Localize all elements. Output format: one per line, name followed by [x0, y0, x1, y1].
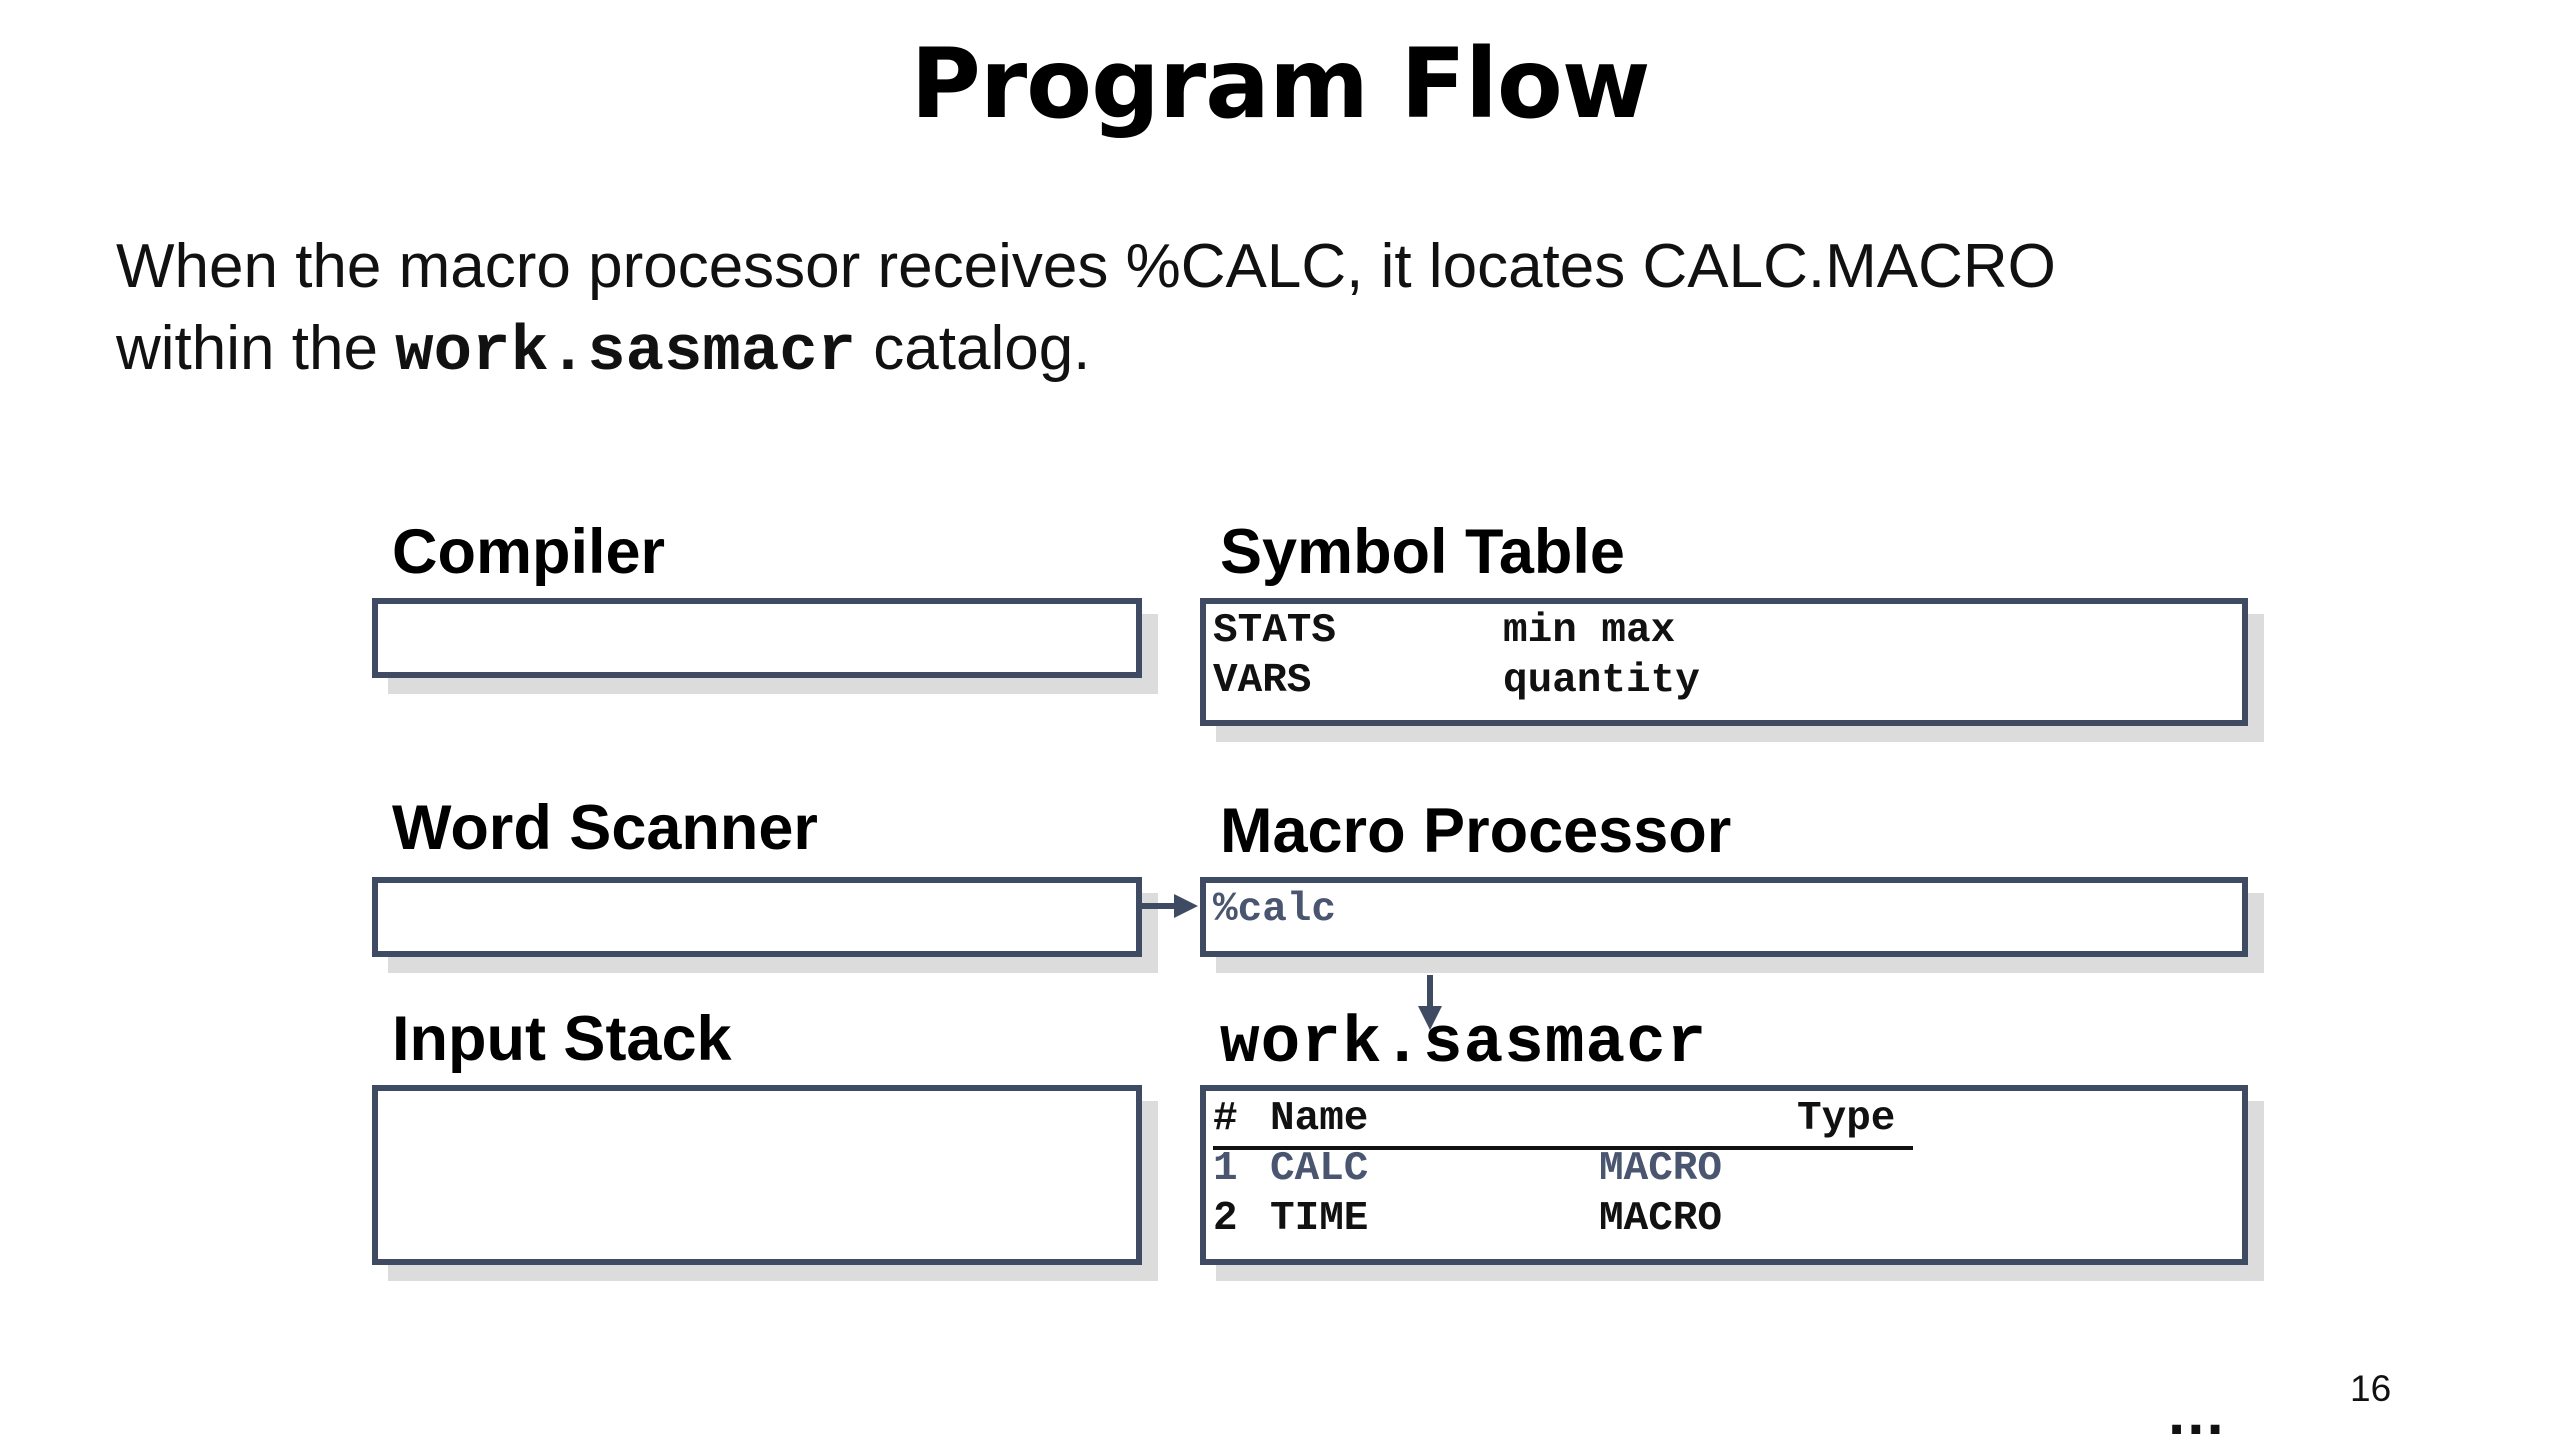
- symbol-row-value: quantity: [1503, 658, 1700, 704]
- catalog-header-underline: [1213, 1146, 1913, 1150]
- macro-processor-label: Macro Processor: [1220, 796, 1732, 866]
- symbol-row-name: VARS: [1213, 658, 1312, 704]
- catalog-label: work.sasmacr: [1220, 1006, 1708, 1081]
- slide-title: Program Flow: [910, 28, 1650, 140]
- word-scanner-label: Word Scanner: [392, 793, 818, 863]
- catalog-row-num: 2: [1213, 1196, 1238, 1242]
- word-scanner-box: [372, 877, 1142, 957]
- input-stack-label: Input Stack: [392, 1004, 732, 1074]
- intro-line-2-suffix: catalog.: [856, 314, 1091, 383]
- compiler-label: Compiler: [392, 517, 666, 587]
- page-number: 16: [2350, 1368, 2392, 1409]
- intro-catalog-code: work.sasmacr: [395, 317, 857, 389]
- catalog-header-type: Type: [1797, 1096, 1896, 1142]
- catalog-row-num: 1: [1213, 1146, 1238, 1192]
- symbol-table-box: [1200, 598, 2248, 726]
- catalog-row-type: MACRO: [1599, 1196, 1723, 1242]
- catalog-box: [1200, 1085, 2248, 1265]
- macro-processor-content: %calc: [1213, 887, 1337, 933]
- intro-line-2-prefix: within the: [116, 314, 396, 383]
- input-stack-box: [372, 1085, 1142, 1265]
- symbol-row-value: min max: [1503, 608, 1676, 654]
- intro-line-2: within the work.sasmacr catalog.: [116, 308, 2416, 394]
- more-indicator: ...: [2168, 1379, 2226, 1448]
- catalog-header-num: #: [1213, 1096, 1238, 1142]
- symbol-table-label: Symbol Table: [1220, 517, 1625, 587]
- intro-text: When the macro processor receives %CALC,…: [116, 226, 2416, 394]
- macro-processor-box: [1200, 877, 2248, 957]
- catalog-header-name: Name: [1270, 1096, 1369, 1142]
- catalog-row-name: CALC: [1270, 1146, 1369, 1192]
- scanner-to-processor-arrow: [1142, 894, 1198, 918]
- intro-line-1: When the macro processor receives %CALC,…: [116, 232, 2056, 301]
- symbol-row-name: STATS: [1213, 608, 1337, 654]
- catalog-row-type: MACRO: [1599, 1146, 1723, 1192]
- catalog-row-name: TIME: [1270, 1196, 1369, 1242]
- compiler-box: [372, 598, 1142, 678]
